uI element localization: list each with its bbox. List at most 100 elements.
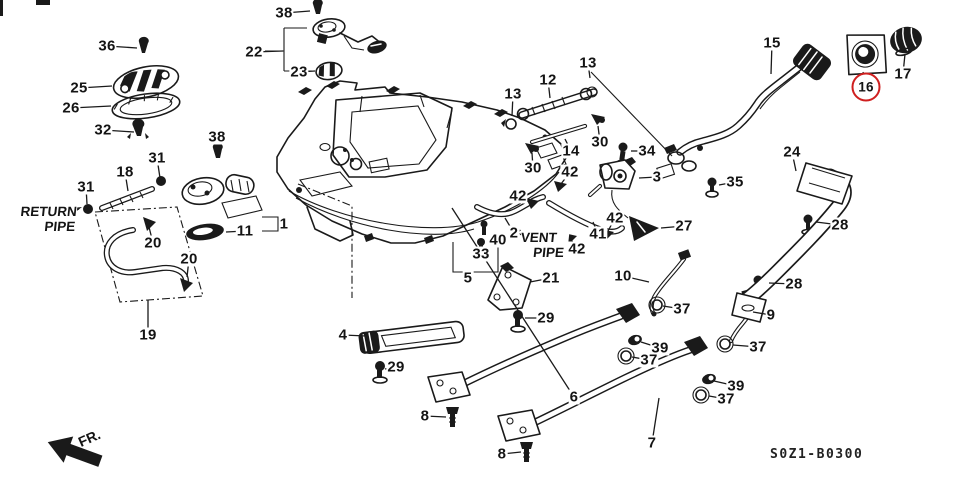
bracket-part-1 [262, 216, 279, 232]
part-label-31[interactable]: 31 [147, 149, 167, 167]
part-label-38[interactable]: 38 [207, 128, 227, 146]
part-label-41[interactable]: 41 [588, 225, 608, 243]
part-label-5[interactable]: 5 [462, 269, 474, 287]
part-label-12[interactable]: 12 [538, 71, 558, 89]
part-label-3[interactable]: 3 [651, 168, 663, 186]
clip-39-left [628, 334, 642, 346]
scan-marks [0, 0, 50, 16]
filler-pipe-15 [656, 43, 831, 180]
part-label-16-highlighted[interactable]: 16 [851, 72, 881, 102]
part-label-42[interactable]: 42 [560, 163, 580, 181]
part-label-42[interactable]: 42 [605, 209, 625, 227]
hose-clamp-13-left [501, 118, 517, 130]
part-label-14[interactable]: 14 [561, 142, 581, 160]
fuel-hose-12 [516, 86, 598, 121]
clip-35 [705, 177, 719, 198]
return-pipe-line2: PIPE [43, 218, 77, 234]
part-label-19[interactable]: 19 [138, 326, 158, 344]
breather-pipe-19 [103, 227, 189, 284]
part-label-13[interactable]: 13 [503, 85, 523, 103]
part-label-1[interactable]: 1 [278, 215, 290, 233]
filler-grommet-16 [846, 34, 888, 76]
part-label-15[interactable]: 15 [762, 34, 782, 52]
part-label-42[interactable]: 42 [567, 240, 587, 258]
leader-line-6 [451, 207, 575, 398]
part-label-25[interactable]: 25 [69, 79, 89, 97]
part-label-35[interactable]: 35 [725, 173, 745, 191]
return-pipe-tube-18 [99, 186, 155, 211]
part-label-39[interactable]: 39 [650, 339, 670, 357]
part-label-9[interactable]: 9 [765, 306, 777, 324]
vent-hose-2 [474, 194, 546, 218]
part-label-37[interactable]: 37 [639, 351, 659, 369]
part-label-20[interactable]: 20 [143, 234, 163, 252]
part-label-34[interactable]: 34 [637, 142, 657, 160]
part-label-11[interactable]: 11 [235, 222, 255, 240]
part-label-29[interactable]: 29 [386, 358, 406, 376]
screw-38-top [312, 0, 323, 14]
group-box-19 [94, 206, 204, 303]
clip-31-right [156, 176, 166, 186]
part-label-42[interactable]: 42 [508, 187, 528, 205]
tank-strap-7 [497, 336, 708, 442]
grommet-37-d [617, 347, 635, 365]
part-label-29[interactable]: 29 [536, 309, 556, 327]
part-label-32[interactable]: 32 [93, 121, 113, 139]
part-label-24[interactable]: 24 [782, 143, 802, 161]
part-label-28[interactable]: 28 [830, 216, 850, 234]
part-label-37[interactable]: 37 [716, 390, 736, 408]
bolt-8-left [446, 407, 459, 427]
part-label-37[interactable]: 37 [748, 338, 768, 356]
vent-pipe-annotation: VENT PIPE [518, 230, 570, 261]
screw-32 [127, 118, 149, 139]
part-label-27[interactable]: 27 [674, 217, 694, 235]
grommet-37-b [692, 386, 710, 404]
part-label-26[interactable]: 26 [61, 99, 81, 117]
shared-part-line-13 [590, 71, 673, 157]
tank-strap-6 [427, 303, 640, 403]
part-label-7[interactable]: 7 [646, 434, 658, 452]
part-label-30[interactable]: 30 [523, 159, 543, 177]
part-label-8[interactable]: 8 [496, 445, 508, 463]
clip-39-right [702, 373, 716, 385]
filler-neck-bracket-24 [731, 162, 853, 323]
part-label-17[interactable]: 17 [893, 65, 913, 83]
part-label-40[interactable]: 40 [488, 231, 508, 249]
bolt-29-right [510, 310, 526, 333]
clip-20-lower [180, 278, 193, 292]
part-label-30[interactable]: 30 [590, 133, 610, 151]
bolt-29-left [372, 361, 388, 384]
fuel-pump-assembly [181, 173, 263, 219]
part-label-18[interactable]: 18 [115, 163, 135, 181]
part-label-28[interactable]: 28 [784, 275, 804, 293]
part-label-4[interactable]: 4 [337, 326, 349, 344]
part-label-21[interactable]: 21 [541, 269, 561, 287]
part-label-20[interactable]: 20 [179, 250, 199, 268]
clip-42-b [526, 198, 539, 209]
part-label-10[interactable]: 10 [613, 267, 633, 285]
part-label-13[interactable]: 13 [578, 54, 598, 72]
grommet-37-a [716, 335, 734, 353]
part-label-22[interactable]: 22 [244, 43, 264, 61]
part-label-38[interactable]: 38 [274, 4, 294, 22]
fuel-pump-lid [112, 65, 180, 99]
vent-pipe-line1: VENT [520, 230, 558, 245]
part-label-37[interactable]: 37 [672, 300, 692, 318]
part-label-36[interactable]: 36 [97, 37, 117, 55]
clip-20-upper [143, 217, 156, 231]
clip-30-left [525, 143, 539, 154]
part-label-33[interactable]: 33 [471, 245, 491, 263]
part-label-8[interactable]: 8 [419, 407, 431, 425]
screw-40 [480, 220, 488, 235]
pump-base-gasket-11 [186, 223, 224, 241]
part-label-2[interactable]: 2 [508, 224, 520, 242]
grommet-37-c [648, 296, 666, 314]
part-label-31[interactable]: 31 [76, 178, 96, 196]
part-label-39[interactable]: 39 [726, 377, 746, 395]
part-label-23[interactable]: 23 [289, 63, 309, 81]
screw-36 [138, 36, 149, 53]
part-label-6[interactable]: 6 [568, 388, 580, 406]
